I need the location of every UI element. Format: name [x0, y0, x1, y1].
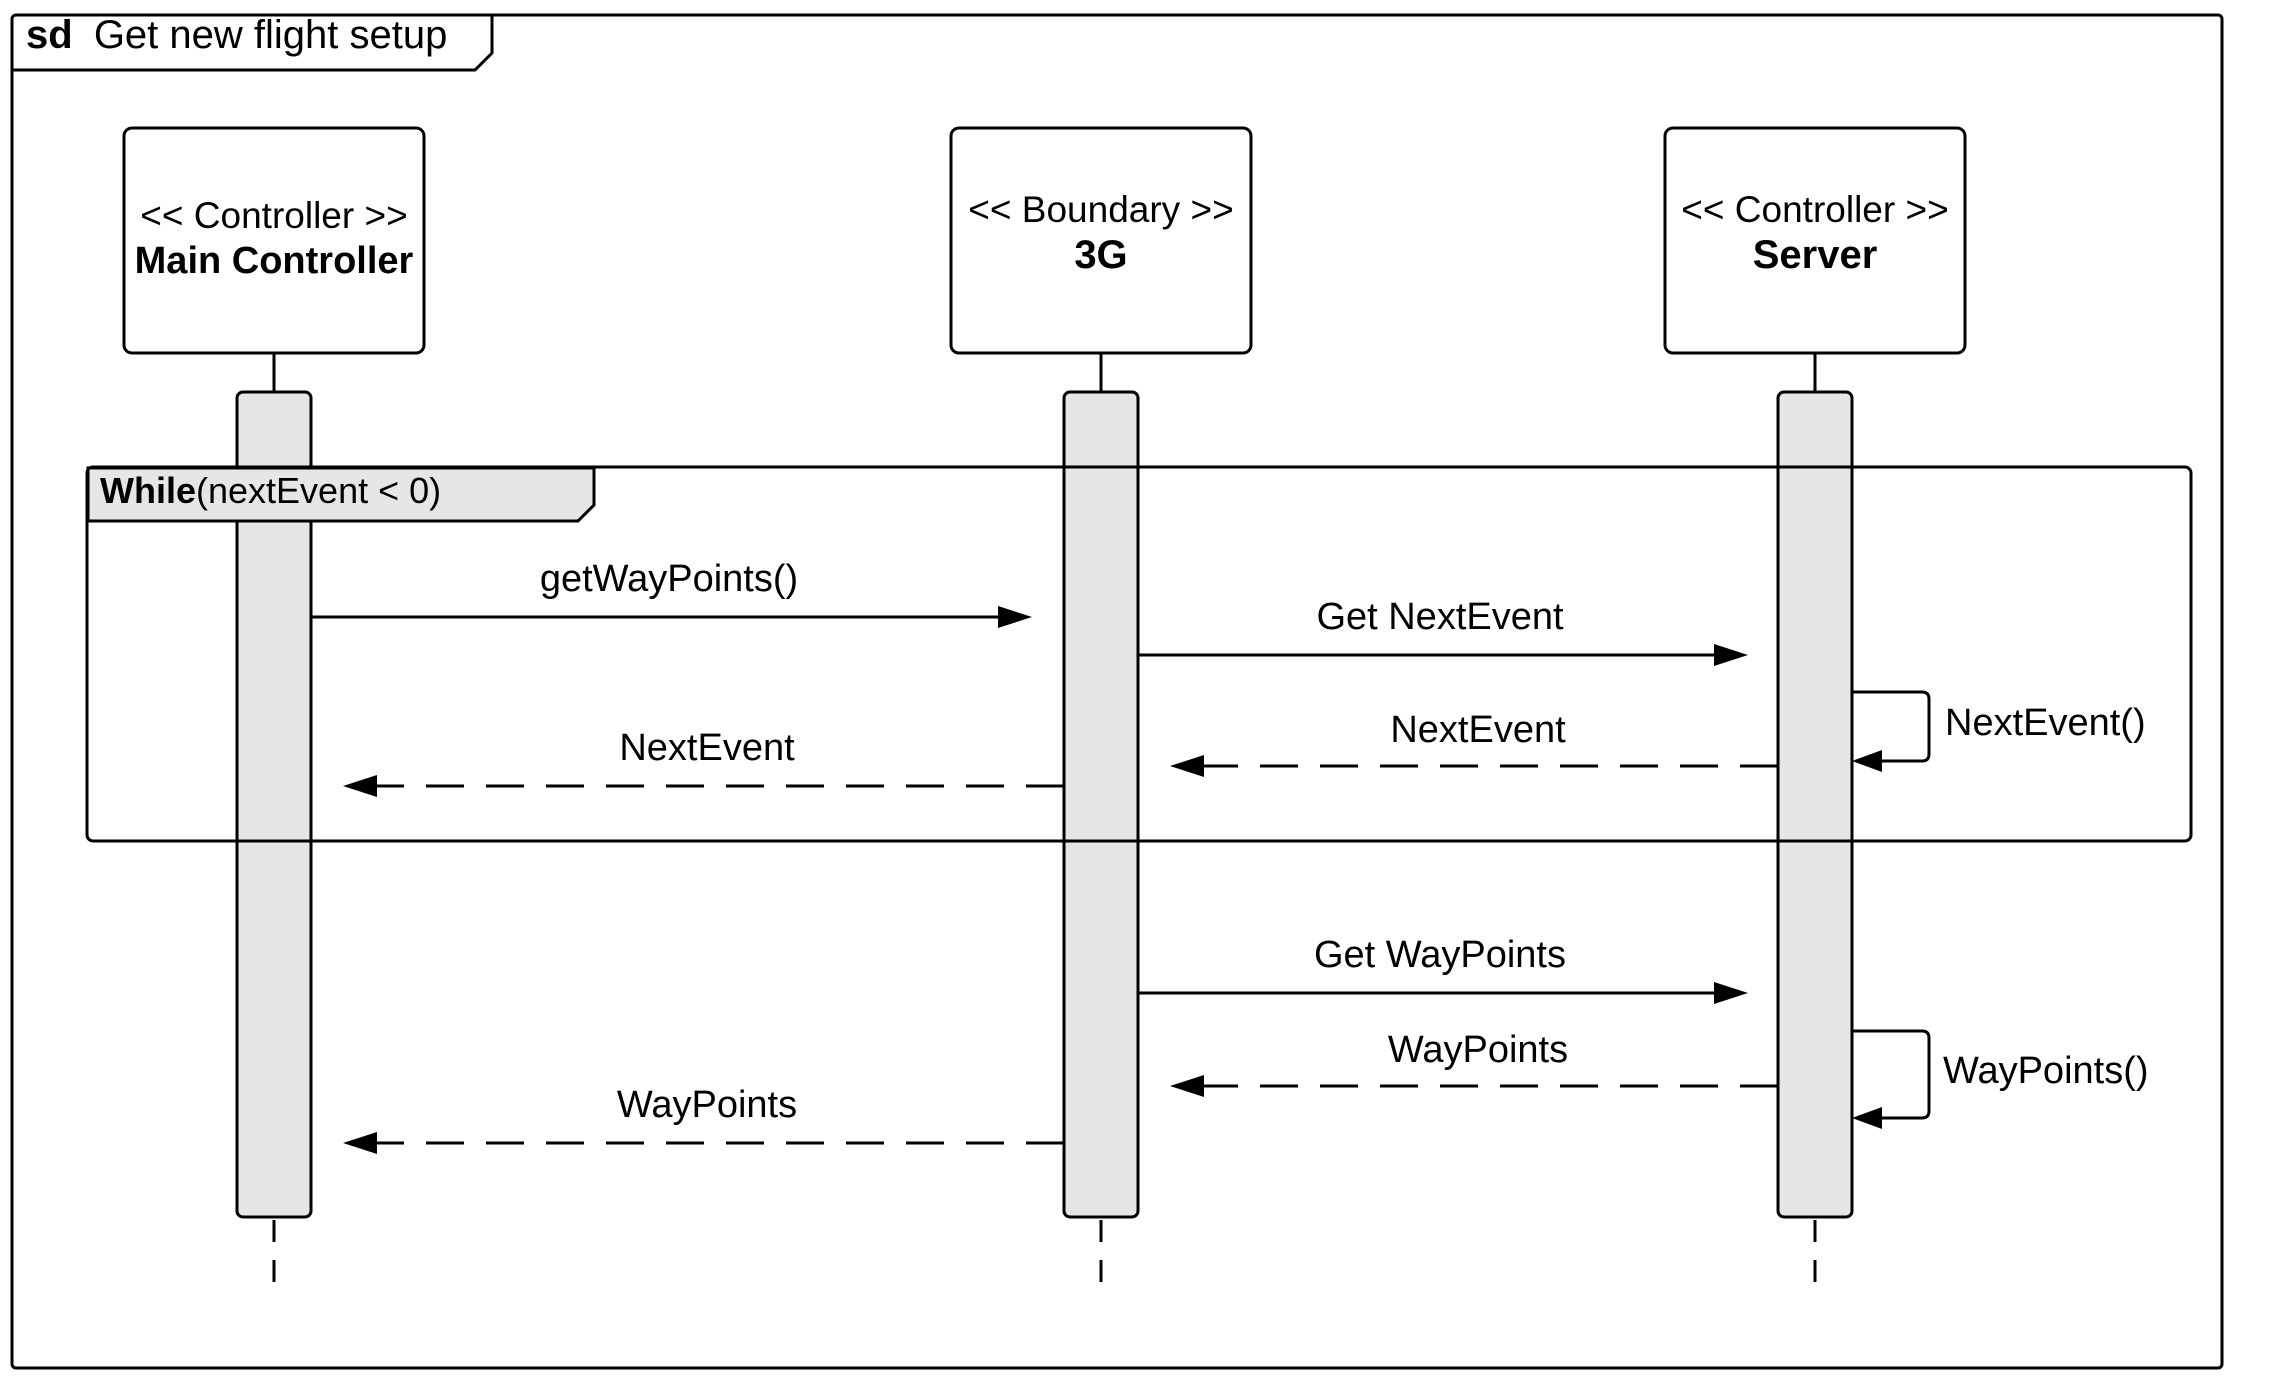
- lifeline-3g: << Boundary >> 3G: [949, 126, 1253, 392]
- message-label: WayPoints: [617, 1084, 797, 1126]
- message-waypoints-self: WayPoints(): [1852, 1029, 2149, 1129]
- loop-keyword: While: [100, 470, 196, 511]
- message-label: WayPoints(): [1943, 1050, 2149, 1092]
- loop-label: While(nextEvent < 0): [100, 470, 441, 511]
- message-label: NextEvent: [1390, 709, 1566, 751]
- lifeline-stereotype: << Controller >>: [140, 195, 407, 236]
- lifeline-name: 3G: [1074, 233, 1127, 277]
- message-label: NextEvent: [619, 727, 795, 769]
- loop-fragment: [85, 465, 2193, 843]
- message-waypoints-return-main: WayPoints: [343, 1084, 1064, 1154]
- message-label: Get NextEvent: [1316, 596, 1564, 638]
- message-nextevent-return-main: NextEvent: [343, 727, 1064, 797]
- loop-condition: (nextEvent < 0): [196, 470, 441, 511]
- lifeline-stereotype: << Controller >>: [1681, 189, 1948, 230]
- activation-bar-main-controller: [235, 390, 313, 1219]
- message-waypoints-return-3g: WayPoints: [1170, 1029, 1778, 1097]
- message-label: NextEvent(): [1945, 702, 2146, 744]
- message-label: Get WayPoints: [1314, 934, 1566, 976]
- activation-bar-server: [1776, 390, 1854, 1219]
- lifeline-name: Server: [1753, 233, 1878, 277]
- message-nextevent-return-3g: NextEvent: [1170, 709, 1778, 777]
- sd-frame-keyword: sd: [26, 13, 73, 57]
- message-getwaypoints: getWayPoints(): [311, 558, 1032, 628]
- message-get-waypoints: Get WayPoints: [1138, 934, 1748, 1004]
- sd-frame-tab: [12, 15, 494, 72]
- loop-fragment-tab: [86, 466, 596, 523]
- lifeline-name: Main Controller: [135, 240, 414, 282]
- sd-frame-title: Get new flight setup: [94, 13, 448, 57]
- message-nextevent-self: NextEvent(): [1852, 690, 2146, 772]
- lifeline-server: << Controller >> Server: [1663, 126, 1967, 392]
- activation-bar-3g: [1062, 390, 1140, 1219]
- sd-frame-label: sd Get new flight setup: [26, 13, 447, 57]
- message-label: WayPoints: [1388, 1029, 1568, 1071]
- lifeline-stereotype: << Boundary >>: [968, 189, 1233, 230]
- message-get-nextevent: Get NextEvent: [1138, 596, 1748, 666]
- message-label: getWayPoints(): [540, 558, 798, 600]
- lifeline-main-controller: << Controller >> Main Controller: [122, 126, 426, 392]
